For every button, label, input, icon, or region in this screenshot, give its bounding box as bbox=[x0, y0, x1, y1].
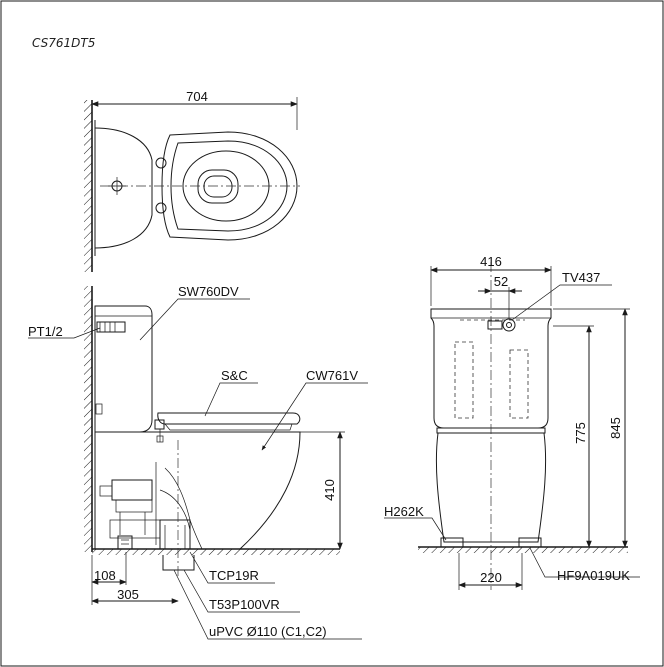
dim-220: 220 bbox=[480, 570, 502, 585]
front-floor-hatch bbox=[418, 547, 628, 553]
outlet-connector bbox=[159, 519, 191, 550]
label-seat-cover: SW760DV bbox=[178, 284, 239, 299]
drain-outer bbox=[197, 169, 239, 204]
dim-410: 410 bbox=[322, 479, 337, 501]
label-flush-valve: TV437 bbox=[562, 270, 600, 285]
side-tank bbox=[94, 305, 153, 433]
hinge-left-icon bbox=[155, 157, 167, 169]
dim-52: 52 bbox=[494, 274, 508, 289]
side-wall-hatch bbox=[84, 286, 92, 552]
hinge-right-icon bbox=[155, 202, 167, 214]
top-view: 704 bbox=[84, 89, 300, 272]
front-view: 416 52 TV437 775 845 220 H262K HF9A019UK bbox=[384, 254, 640, 590]
top-tank bbox=[94, 127, 153, 249]
top-wall-hatch bbox=[84, 100, 92, 272]
dim-704: 704 bbox=[186, 89, 208, 104]
model-code: CS761DT5 bbox=[32, 36, 95, 50]
side-floor-hatch bbox=[92, 549, 340, 555]
side-seat bbox=[157, 412, 301, 425]
seat-hinge bbox=[154, 419, 165, 430]
side-view: 410 108 305 SW760DV PT1/2 S&C CW761V TCP… bbox=[28, 284, 368, 640]
label-fixing: HF9A019UK bbox=[557, 568, 630, 583]
flush-box bbox=[111, 479, 153, 501]
label-inlet: PT1/2 bbox=[28, 324, 63, 339]
label-seat: S&C bbox=[221, 368, 248, 383]
top-seat bbox=[161, 131, 298, 241]
label-pipe: uPVC Ø110 (C1,C2) bbox=[209, 624, 327, 639]
flush-valve-icon bbox=[502, 318, 516, 332]
drain-inner bbox=[203, 175, 233, 198]
label-flange: T53P100VR bbox=[209, 597, 280, 612]
waste-pipe bbox=[162, 555, 195, 571]
label-bowl: CW761V bbox=[306, 368, 358, 383]
front-bowl bbox=[435, 432, 547, 543]
inlet-connector bbox=[96, 321, 126, 333]
dim-845: 845 bbox=[608, 417, 623, 439]
dim-305: 305 bbox=[117, 587, 139, 602]
side-bowl bbox=[94, 431, 301, 550]
dim-108: 108 bbox=[94, 568, 116, 583]
dim-775: 775 bbox=[573, 422, 588, 444]
label-outlet-connector: TCP19R bbox=[209, 568, 259, 583]
label-hinge: H262K bbox=[384, 504, 424, 519]
dim-416: 416 bbox=[480, 254, 502, 269]
